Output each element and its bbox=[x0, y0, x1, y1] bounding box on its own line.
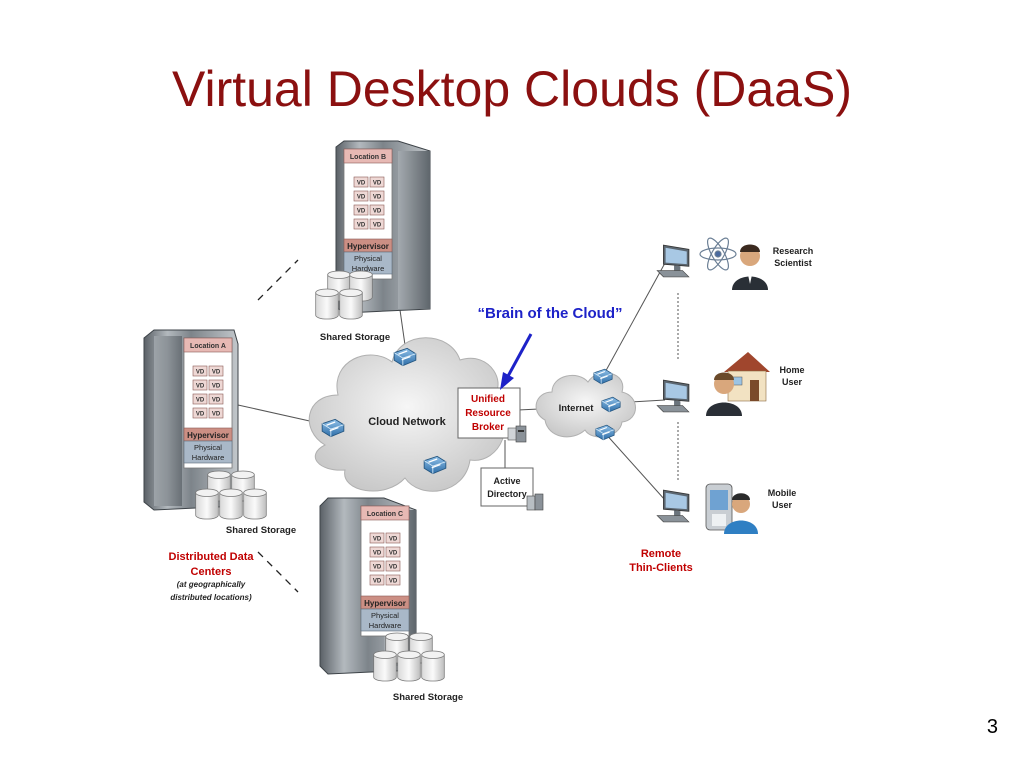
location-label: Location A bbox=[190, 343, 226, 350]
house-icon bbox=[724, 352, 770, 402]
vd-label: VD bbox=[212, 370, 221, 376]
shared-storage-b: Shared Storage bbox=[315, 270, 390, 343]
vd-label: VD bbox=[357, 181, 366, 187]
user-label: User bbox=[782, 377, 803, 387]
directory-label: Directory bbox=[487, 489, 527, 499]
vd-label: VD bbox=[373, 579, 382, 585]
internet-cloud: Internet bbox=[535, 372, 636, 438]
user-label: Home bbox=[779, 365, 804, 375]
thin-client-monitor-icon bbox=[656, 489, 690, 523]
vd-label: VD bbox=[196, 370, 205, 376]
shared-storage-c: Shared Storage bbox=[373, 632, 463, 703]
vd-label: VD bbox=[373, 537, 382, 543]
vd-label: VD bbox=[196, 398, 205, 404]
location-label: Location B bbox=[350, 154, 386, 161]
hypervisor-label: Hypervisor bbox=[187, 431, 229, 440]
research-scientist: Research Scientist bbox=[699, 237, 814, 290]
shared-storage-a: Shared Storage bbox=[195, 470, 296, 536]
remote-label: Thin-Clients bbox=[629, 562, 693, 574]
broker-label: Unified bbox=[471, 394, 505, 405]
vd-label: VD bbox=[212, 398, 221, 404]
location-label: Location C bbox=[367, 511, 403, 518]
hardware-label: Physical bbox=[354, 254, 382, 263]
remote-label: Remote bbox=[641, 548, 681, 560]
vd-label: VD bbox=[357, 223, 366, 229]
shared-storage-label: Shared Storage bbox=[320, 332, 390, 343]
home-user: Home User bbox=[706, 352, 805, 416]
vd-label: VD bbox=[196, 412, 205, 418]
person-avatar-icon bbox=[706, 372, 742, 416]
brain-of-the-cloud-label: “Brain of the Cloud” bbox=[478, 305, 623, 322]
user-label: User bbox=[772, 500, 793, 510]
hardware-label: Physical bbox=[371, 611, 399, 620]
thin-client-monitor-icon bbox=[656, 379, 690, 413]
vd-label: VD bbox=[212, 384, 221, 390]
vd-label: VD bbox=[196, 384, 205, 390]
atom-icon bbox=[699, 237, 737, 271]
broker-label: Broker bbox=[472, 422, 504, 433]
vd-label: VD bbox=[357, 195, 366, 201]
vd-label: VD bbox=[357, 209, 366, 215]
server-stack-icon bbox=[526, 493, 544, 511]
user-label: Research bbox=[773, 246, 814, 256]
server-location-a: Location A VD VD VD VD VD VD VD VD Hyperviso… bbox=[143, 329, 239, 511]
distributed-title: Distributed Data bbox=[169, 551, 255, 563]
mobile-phone-icon bbox=[705, 483, 733, 531]
directory-label: Active bbox=[493, 476, 520, 486]
mobile-user: Mobile User bbox=[705, 483, 797, 534]
vd-label: VD bbox=[389, 579, 398, 585]
hypervisor-label: Hypervisor bbox=[364, 599, 406, 608]
vd-label: VD bbox=[373, 195, 382, 201]
vd-label: VD bbox=[389, 537, 398, 543]
vd-label: VD bbox=[373, 181, 382, 187]
user-label: Scientist bbox=[774, 258, 812, 268]
hardware-label: Hardware bbox=[369, 621, 402, 630]
vd-label: VD bbox=[373, 223, 382, 229]
hardware-label: Hardware bbox=[192, 453, 225, 462]
page-number: 3 bbox=[986, 716, 998, 738]
scientist-avatar-icon bbox=[732, 244, 768, 290]
hardware-label: Physical bbox=[194, 443, 222, 452]
person-avatar-icon bbox=[724, 493, 758, 534]
active-directory: Active Directory bbox=[480, 467, 544, 511]
vd-label: VD bbox=[373, 209, 382, 215]
hypervisor-label: Hypervisor bbox=[347, 242, 389, 251]
slide-title: Virtual Desktop Clouds (DaaS) bbox=[172, 61, 852, 117]
distributed-title: Centers bbox=[191, 566, 232, 578]
distributed-note: (at geographically bbox=[177, 580, 246, 589]
distributed-data-centers-label: Distributed Data Centers (at geographica… bbox=[169, 551, 255, 602]
server-location-b: Location B VD VD VD VD VD VD VD VD Hyperviso… bbox=[335, 140, 431, 314]
vd-label: VD bbox=[373, 565, 382, 571]
vd-label: VD bbox=[389, 565, 398, 571]
broker-label: Resource bbox=[465, 408, 511, 419]
unified-resource-broker: Unified Resource Broker bbox=[457, 387, 527, 443]
arrow-icon bbox=[500, 333, 533, 390]
vd-label: VD bbox=[373, 551, 382, 557]
shared-storage-label: Shared Storage bbox=[393, 692, 463, 703]
shared-storage-label: Shared Storage bbox=[226, 525, 296, 536]
user-label: Mobile bbox=[768, 488, 797, 498]
server-computer-icon bbox=[507, 425, 527, 443]
dashed-separators bbox=[257, 259, 299, 593]
vd-label: VD bbox=[389, 551, 398, 557]
distributed-note: distributed locations) bbox=[170, 593, 252, 602]
hardware-label: Hardware bbox=[352, 264, 385, 273]
thin-client-monitor-icon bbox=[656, 244, 690, 278]
remote-thin-clients-label: Remote Thin-Clients bbox=[629, 548, 693, 574]
cloud-network-label: Cloud Network bbox=[368, 416, 446, 428]
internet-label: Internet bbox=[559, 403, 595, 414]
vd-label: VD bbox=[212, 412, 221, 418]
